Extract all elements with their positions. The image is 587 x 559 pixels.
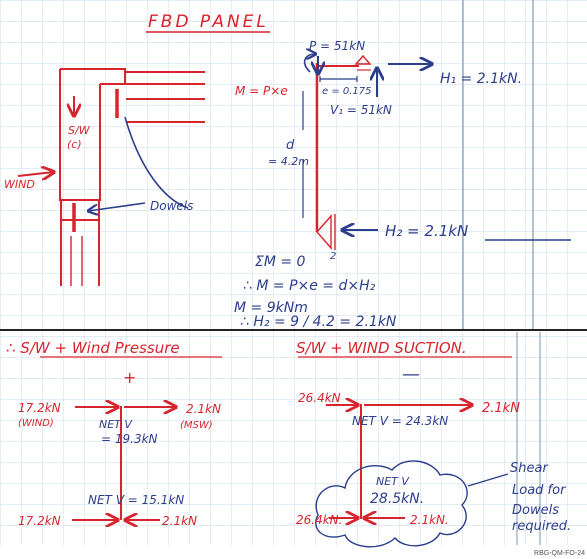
case-pressure-net-v-label: NET V [99, 418, 133, 431]
dowel-leader-top [124, 116, 189, 209]
case-wind-pressure: ∴ S/W + Wind Pressure + 17.2kN (WIND) 2.… [6, 339, 222, 528]
h1-label: H₁ = 2.1kN. [440, 71, 522, 87]
case-pressure-top-left-note: (WIND) [18, 418, 54, 429]
shear-note-line-2: Load for [512, 483, 567, 498]
case-suction-net-v: NET V = 24.3kN [352, 414, 448, 428]
m-label: M = P×e [235, 84, 288, 98]
v1-label: V₁ = 51kN [330, 103, 392, 117]
cloud-net-v-value: 28.5kN. [370, 491, 424, 507]
shear-note-line-3: Dowels [512, 503, 559, 518]
case-suction-top-right-force: 2.1kN [482, 401, 520, 416]
cloud-highlight [315, 460, 468, 548]
d-label: d [286, 138, 295, 153]
d-value: = 4.2m [268, 155, 309, 168]
equation-moment-value: M = 9kNm [234, 300, 308, 316]
dowel-leader-bottom [88, 202, 146, 211]
case-pressure-bottom-net: NET V = 15.1kN [88, 493, 184, 507]
slw-label: S/W [68, 124, 91, 137]
case-wind-suction: S/W + WIND SUCTION. — 26.4kN 2.1kN NET V… [296, 339, 571, 548]
case-suction-bottom-left-force: 26.4kN. [296, 513, 342, 527]
case-pressure-net-v-value: = 19.3kN [101, 432, 158, 446]
equation-sum-moments: ΣM = 0 [255, 254, 306, 270]
p-label: P = 51kN [309, 39, 365, 53]
case-pressure-top-right-force: 2.1kN [186, 402, 221, 416]
shear-note-line-1: Shear [510, 461, 549, 476]
e-label: e = 0.175 [322, 86, 372, 97]
slw-sub-label: (c) [67, 138, 82, 151]
dowels-label: Dowels [150, 199, 193, 213]
equation-h2-result: ∴ H₂ = 9 / 4.2 = 2.1kN [240, 314, 397, 330]
shear-note-line-4: required. [512, 519, 571, 534]
wind-label: WIND [4, 178, 35, 191]
panel-sketch [17, 68, 205, 286]
case-suction-bottom-right-force: 2.1kN. [410, 513, 449, 527]
cloud-net-v-label: NET V [376, 475, 410, 488]
grid-background-bottom [0, 332, 587, 545]
grid-background-top [0, 0, 587, 329]
document-reference: RBG-QM-FO-24 [534, 550, 585, 557]
case-pressure-bottom-right-force: 2.1kN [162, 514, 197, 528]
page-title: FBD PANEL [148, 12, 269, 32]
case-pressure-bottom-left-force: 17.2kN [18, 514, 61, 528]
case-suction-heading: S/W + WIND SUCTION. [296, 339, 467, 357]
case-pressure-top-right-note: (MSW) [180, 420, 213, 431]
case-suction-sign: — [402, 364, 420, 385]
case-pressure-sign: + [123, 368, 136, 387]
case-pressure-top-left-force: 17.2kN [18, 401, 61, 415]
case-suction-top-left-force: 26.4kN [298, 391, 341, 405]
support-number: 2 [330, 251, 336, 262]
moment-equations: ΣM = 0 ∴ M = P×e = d×H₂ M = 9kNm ∴ H₂ = … [234, 254, 397, 330]
case-pressure-heading: ∴ S/W + Wind Pressure [6, 339, 180, 357]
h2-label: H₂ = 2.1kN [385, 222, 468, 240]
equation-moment-balance: ∴ M = P×e = d×H₂ [243, 278, 376, 294]
free-body-diagram [302, 54, 432, 250]
